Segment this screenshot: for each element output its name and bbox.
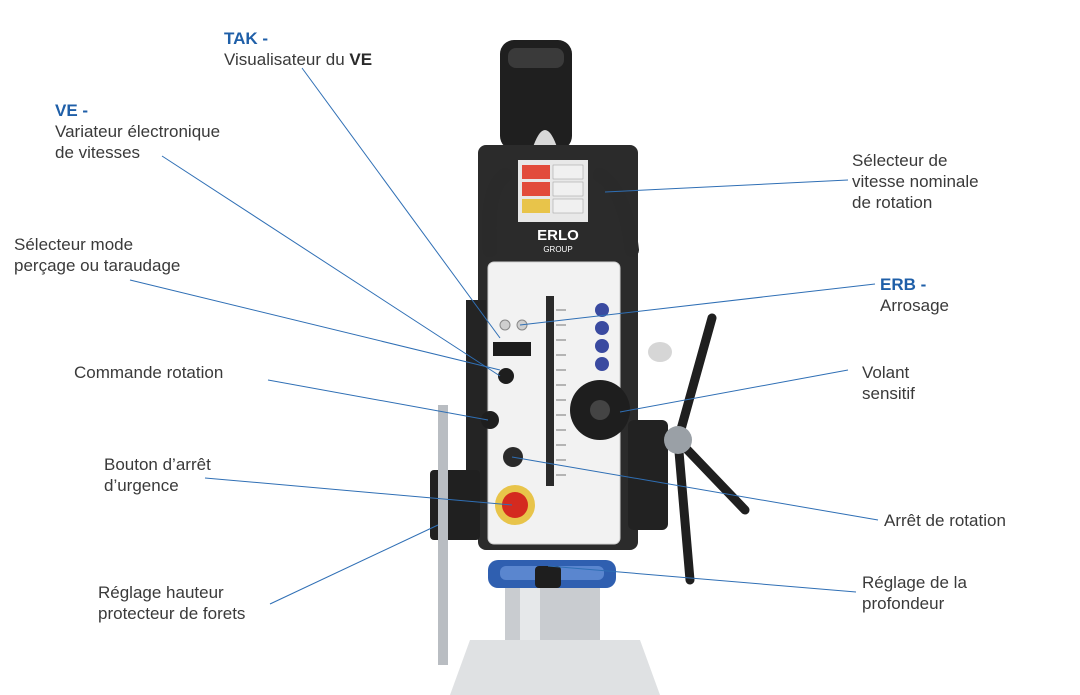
label-speed-selector: Sélecteur de vitesse nominale de rotatio…: [852, 150, 979, 213]
label-tak-text: Visualisateur du: [224, 50, 345, 69]
leader-stop-rotation: [511, 456, 879, 521]
leader-tak: [301, 67, 501, 339]
label-handwheel-line2: sensitif: [862, 384, 915, 403]
leader-ve: [161, 155, 501, 377]
brand-logo-line1: ERLO: [537, 227, 579, 244]
label-handwheel: Volant sensitif: [862, 362, 915, 404]
leader-mode: [129, 279, 501, 371]
label-depth-line2: profondeur: [862, 594, 945, 613]
feed-hub: [664, 426, 692, 454]
leader-handwheel: [619, 369, 849, 413]
label-erb: ERB - Arrosage: [880, 274, 949, 316]
label-speed-line1: Sélecteur de: [852, 151, 948, 170]
label-speed-line2: vitesse nominale: [852, 172, 979, 191]
label-ve-line1: Variateur électronique: [55, 122, 221, 141]
label-speed-line3: de rotation: [852, 193, 933, 212]
coolant-button[interactable]: [499, 319, 511, 331]
leader-emergency: [204, 477, 513, 506]
label-erb-text: Arrosage: [880, 296, 949, 315]
label-handwheel-line1: Volant: [862, 363, 910, 382]
leader-erb: [519, 283, 876, 326]
label-height-line1: Réglage hauteur: [98, 583, 224, 602]
speed-display: [493, 342, 531, 356]
label-mode-line1: Sélecteur mode: [14, 235, 134, 254]
label-tak-strong: VE: [349, 50, 373, 69]
label-rotation-command: Commande rotation: [74, 362, 223, 383]
label-tak-code: TAK -: [224, 29, 269, 48]
label-tak: TAK - Visualisateur du VE: [224, 28, 372, 70]
leader-depth: [547, 565, 857, 593]
emergency-stop-button[interactable]: [502, 492, 528, 518]
label-guard-height: Réglage hauteur protecteur de forets: [98, 582, 245, 624]
brand-logo-line2: GROUP: [543, 245, 572, 254]
label-ve-code: VE -: [55, 101, 89, 120]
label-ve: VE - Variateur électronique de vitesses: [55, 100, 220, 163]
label-emergency-line2: d’urgence: [104, 476, 179, 495]
panel-icon-column: [595, 303, 609, 371]
depth-scale: [546, 296, 554, 486]
mode-selector-knob[interactable]: [498, 368, 514, 384]
label-ve-line2: de vitesses: [55, 143, 141, 162]
label-height-line2: protecteur de forets: [98, 604, 246, 623]
leader-rotation: [267, 379, 489, 421]
guard-rod: [438, 405, 448, 665]
label-stop-rotation: Arrêt de rotation: [884, 510, 1006, 531]
label-depth-line1: Réglage de la: [862, 573, 967, 592]
rotation-command-knob[interactable]: [481, 411, 499, 429]
leader-height: [269, 524, 439, 605]
label-emergency-stop: Bouton d’arrêt d’urgence: [104, 454, 211, 496]
label-mode-selector: Sélecteur mode perçage ou taraudage: [14, 234, 180, 276]
label-emergency-line1: Bouton d’arrêt: [104, 455, 211, 474]
label-rotation-text: Commande rotation: [74, 363, 224, 382]
depth-knob[interactable]: [535, 566, 561, 588]
label-erb-code: ERB -: [880, 275, 927, 294]
label-stop-rotation-text: Arrêt de rotation: [884, 511, 1006, 530]
label-mode-line2: perçage ou taraudage: [14, 256, 181, 275]
label-depth: Réglage de la profondeur: [862, 572, 967, 614]
leader-speed-selector: [604, 179, 849, 193]
